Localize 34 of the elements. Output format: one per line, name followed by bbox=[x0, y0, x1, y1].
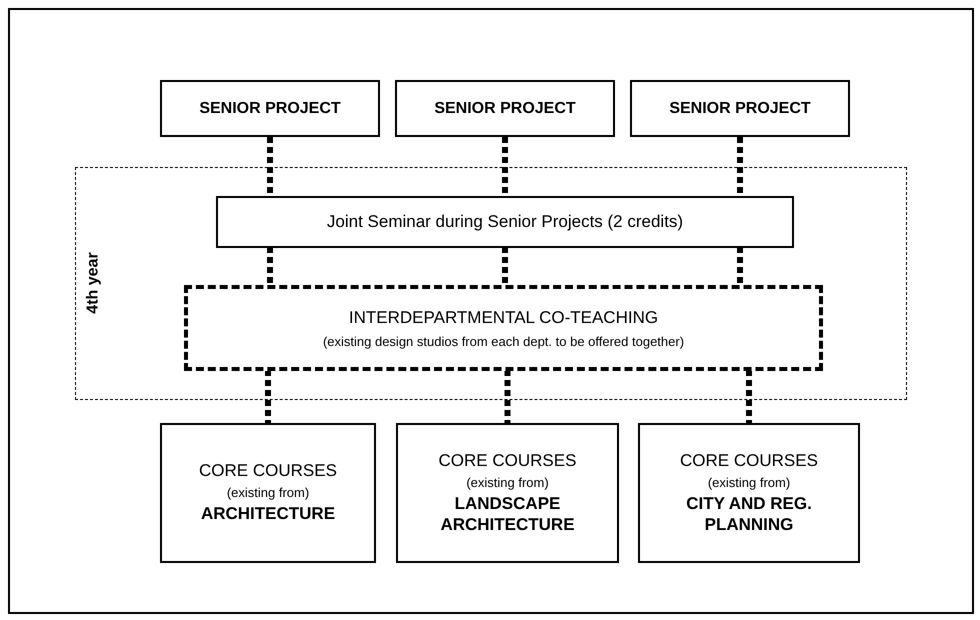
co-teaching-box bbox=[184, 285, 823, 371]
course-box bbox=[638, 423, 860, 563]
connector-line bbox=[737, 137, 743, 195]
box-title: Joint Seminar during Senior Projects (2 credits) bbox=[326, 212, 684, 232]
course-box bbox=[160, 423, 376, 563]
box-subtitle: (existing from) bbox=[708, 474, 790, 490]
connector-line bbox=[746, 370, 752, 423]
box-title: SENIOR PROJECT bbox=[669, 100, 811, 118]
connector-line bbox=[502, 137, 508, 195]
connector-line bbox=[265, 370, 271, 423]
box-title: INTERDEPARTMENTAL CO-TEACHING bbox=[348, 308, 658, 328]
year-region bbox=[75, 167, 907, 400]
connector-line bbox=[267, 247, 273, 284]
box-title: CORE COURSES bbox=[199, 461, 337, 482]
box-subtitle: (existing from) bbox=[466, 474, 549, 490]
connector-line bbox=[737, 247, 743, 284]
connector-line bbox=[267, 137, 273, 195]
box-title: SENIOR PROJECT bbox=[434, 100, 576, 118]
box-title: CORE COURSES bbox=[680, 450, 818, 471]
course-box bbox=[396, 423, 619, 563]
connector-line bbox=[502, 247, 508, 284]
department-name: CITY AND REG. PLANNING bbox=[685, 492, 813, 536]
box-subtitle: (existing design studios from each dept. to be offered together) bbox=[322, 334, 684, 348]
box-title: SENIOR PROJECT bbox=[199, 100, 341, 118]
project-box bbox=[630, 80, 850, 137]
box-title: CORE COURSES bbox=[438, 450, 576, 471]
connector-line bbox=[504, 370, 510, 423]
box-subtitle: (existing from) bbox=[226, 485, 310, 500]
department-name: LANDSCAPE ARCHITECTURE bbox=[439, 492, 576, 536]
seminar-box bbox=[216, 196, 794, 248]
project-box bbox=[395, 80, 615, 137]
department-name: ARCHITECTURE bbox=[200, 503, 336, 525]
project-box bbox=[160, 80, 380, 137]
year-label: 4th year bbox=[84, 251, 103, 316]
